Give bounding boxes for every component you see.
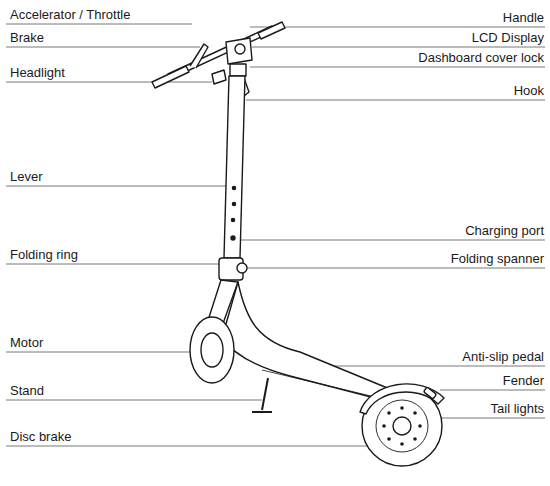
part-label: Motor <box>10 335 43 350</box>
part-label: Disc brake <box>10 429 71 444</box>
front-wheel <box>190 317 234 383</box>
stem <box>224 76 245 258</box>
part-label: Lever <box>10 169 43 184</box>
part-label: Hook <box>514 83 544 98</box>
part-label: Brake <box>10 30 44 45</box>
lcd-head <box>226 38 252 64</box>
dashboard-lock <box>230 64 246 76</box>
part-label: Folding spanner <box>451 251 544 266</box>
right-grip <box>258 22 285 39</box>
part-label: Accelerator / Throttle <box>10 7 130 22</box>
part-label: Headlight <box>10 65 65 80</box>
disc-brake <box>393 417 411 435</box>
motor <box>201 333 223 367</box>
part-label: LCD Display <box>472 30 544 45</box>
stand <box>252 378 272 412</box>
tail-light <box>423 387 436 399</box>
part-label: Dashboard cover lock <box>418 50 544 65</box>
deck <box>222 282 402 404</box>
lcd-display <box>235 44 245 54</box>
left-grip <box>152 66 189 88</box>
part-label: Fender <box>503 373 544 388</box>
part-label: Tail lights <box>491 401 544 416</box>
brake-lever <box>190 44 208 68</box>
part-label: Anti-slip pedal <box>462 349 544 364</box>
leader-lines <box>6 24 545 446</box>
part-label: Charging port <box>465 223 544 238</box>
part-label: Folding ring <box>10 247 78 262</box>
scooter-body <box>152 22 444 466</box>
headlight <box>212 70 226 84</box>
folding-spanner <box>237 263 247 273</box>
part-label: Handle <box>503 10 544 25</box>
fender <box>360 384 444 414</box>
part-label: Stand <box>10 383 44 398</box>
